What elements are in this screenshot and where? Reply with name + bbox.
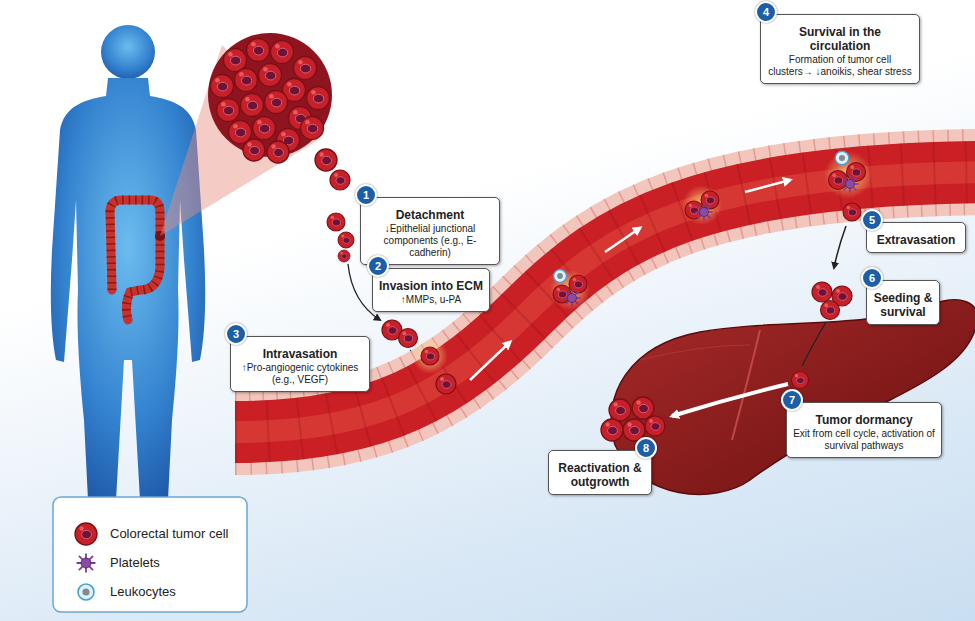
extravasation-cell bbox=[834, 203, 861, 268]
step-box: Survival in the circulationFormation of … bbox=[760, 14, 920, 84]
circulating-cluster bbox=[550, 151, 872, 310]
callout-number: 4 bbox=[755, 1, 777, 23]
step-title: Tumor dormancy bbox=[793, 413, 935, 427]
legend bbox=[53, 497, 247, 612]
step-title: Extravasation bbox=[873, 233, 959, 247]
seeding-cluster bbox=[672, 282, 852, 416]
callout-number: 3 bbox=[225, 323, 247, 345]
step-box: Extravasation bbox=[866, 222, 966, 253]
step-detail: ↑Pro-angiogenic cytokines (e.g., VEGF) bbox=[237, 362, 363, 386]
step-box: Intravasation↑Pro-angiogenic cytokines (… bbox=[230, 336, 370, 392]
human-silhouette bbox=[51, 25, 205, 500]
step-detail: Formation of tumor cell clusters→ ↓anoik… bbox=[767, 54, 913, 78]
step-title: Reactivation & outgrowth bbox=[555, 461, 645, 489]
intravasation-cell bbox=[412, 338, 456, 394]
legend-text: Platelets bbox=[110, 555, 160, 571]
liver bbox=[611, 300, 975, 495]
legend-text: Colorectal tumor cell bbox=[110, 526, 229, 542]
step-detail: ↑MMPs, u-PA bbox=[379, 294, 483, 306]
zoom-wedge bbox=[160, 45, 318, 236]
step-box: Invasion into ECM↑MMPs, u-PA bbox=[372, 268, 490, 312]
step-box: Tumor dormancyExit from cell cycle, acti… bbox=[786, 402, 942, 458]
callout-number: 2 bbox=[367, 255, 389, 277]
step-title: Intravasation bbox=[237, 347, 363, 361]
step-detail: Exit from cell cycle, activation of surv… bbox=[793, 428, 935, 452]
legend-text: Leukocytes bbox=[110, 584, 176, 600]
colon bbox=[110, 200, 165, 320]
step-box: Reactivation & outgrowth bbox=[548, 450, 652, 495]
callout-number: 1 bbox=[355, 184, 377, 206]
step-detail: ↓Epithelial junctional components (e.g.,… bbox=[367, 223, 493, 259]
step-title: Survival in the circulation bbox=[767, 25, 913, 53]
callout-number: 8 bbox=[635, 437, 657, 459]
step-title: Seeding & survival bbox=[873, 291, 933, 319]
callout-number: 5 bbox=[861, 209, 883, 231]
step-title: Invasion into ECM bbox=[379, 279, 483, 293]
liver-metastasis bbox=[601, 397, 665, 441]
callout-number: 7 bbox=[781, 389, 803, 411]
callout-number: 6 bbox=[861, 267, 883, 289]
step-title: Detachment bbox=[367, 208, 493, 222]
primary-tumor bbox=[208, 33, 332, 163]
